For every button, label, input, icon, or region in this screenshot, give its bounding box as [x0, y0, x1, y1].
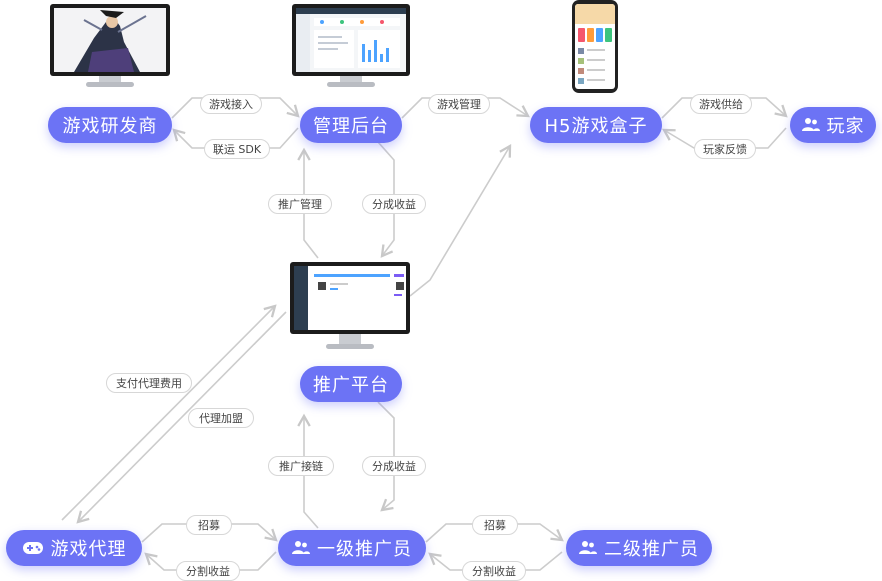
- label-split-revenue-2: 分割收益: [462, 561, 526, 581]
- gamepad-icon: [22, 540, 44, 556]
- developer-monitor: [50, 4, 170, 87]
- link-pay-agent-fee: [61, 304, 277, 521]
- admin-monitor: [292, 4, 410, 87]
- node-level2-label: 二级推广员: [604, 539, 699, 560]
- label-game-access: 游戏接入: [200, 94, 262, 114]
- node-h5box: H5游戏盒子: [530, 107, 662, 143]
- node-player: 玩家: [790, 107, 876, 143]
- game-character-image: [54, 8, 166, 72]
- link-platform-h5box: [409, 144, 512, 297]
- node-platform-label: 推广平台: [313, 375, 389, 396]
- node-h5box-label: H5游戏盒子: [544, 116, 648, 137]
- platform-monitor: [290, 262, 410, 354]
- users-icon: [292, 540, 310, 556]
- node-platform: 推广平台: [300, 366, 402, 402]
- label-promo-mgmt: 推广管理: [268, 194, 332, 214]
- label-split-revenue-1: 分割收益: [176, 561, 240, 581]
- label-recruit-1: 招募: [186, 515, 232, 535]
- label-game-mgmt: 游戏管理: [428, 94, 490, 114]
- node-level1: 一级推广员: [278, 530, 426, 566]
- link-agent-join: [76, 311, 287, 524]
- label-pay-agent-fee: 支付代理费用: [106, 373, 192, 393]
- node-developer-label: 游戏研发商: [62, 116, 158, 137]
- label-recruit-2: 招募: [472, 515, 518, 535]
- label-promo-link: 推广接链: [268, 456, 334, 476]
- label-revenue-share-top: 分成收益: [362, 194, 426, 214]
- node-level1-label: 一级推广员: [317, 539, 412, 560]
- admin-dashboard-screenshot: [296, 8, 406, 72]
- label-agent-join: 代理加盟: [188, 408, 254, 428]
- node-player-label: 玩家: [826, 116, 865, 137]
- h5box-phone: [572, 0, 618, 93]
- label-game-supply: 游戏供给: [690, 94, 752, 114]
- node-agent: 游戏代理: [6, 530, 142, 566]
- users-icon: [801, 117, 820, 133]
- node-admin-label: 管理后台: [313, 116, 389, 137]
- label-player-feedback: 玩家反馈: [694, 139, 756, 159]
- users-icon: [579, 540, 597, 556]
- h5box-app-screenshot: [575, 4, 615, 84]
- link-promo-mgmt: [297, 147, 319, 259]
- link-promo-link: [297, 413, 319, 529]
- node-developer: 游戏研发商: [48, 107, 172, 143]
- node-admin: 管理后台: [300, 107, 402, 143]
- platform-dashboard-screenshot: [294, 266, 406, 330]
- node-agent-label: 游戏代理: [50, 539, 127, 560]
- label-revenue-share-mid: 分成收益: [362, 456, 426, 476]
- label-sdk: 联运 SDK: [204, 139, 270, 159]
- node-level2: 二级推广员: [566, 530, 712, 566]
